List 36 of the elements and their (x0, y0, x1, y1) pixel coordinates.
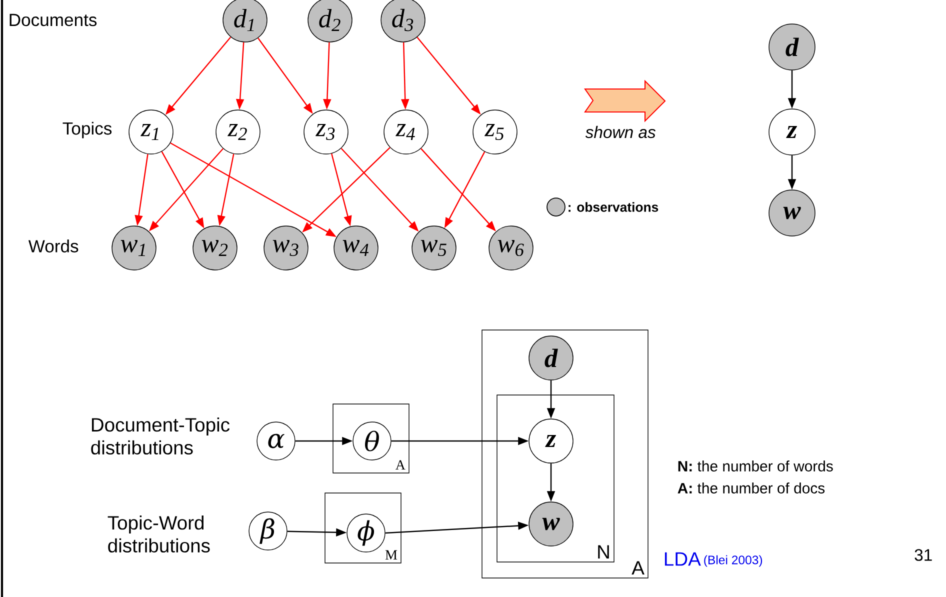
latent-node: z$_{4}$ (384, 110, 428, 154)
legend-text: : observations (568, 202, 658, 212)
note-text: N: the number of words (678, 460, 833, 472)
observed-node: w$_{6}$ (488, 226, 534, 270)
observed-node: d$_{1}$ (222, 0, 268, 42)
observed-node: w (768, 190, 816, 236)
latent-node: z$_{2}$ (216, 110, 260, 154)
latent-node: z (528, 418, 574, 464)
parameter-node: β (248, 512, 288, 550)
row-label: Documents (10, 14, 97, 26)
latent-node: ϕ (346, 514, 386, 552)
latent-node: z$_{5}$ (472, 110, 518, 154)
observed-node: d (528, 336, 574, 380)
latent-node: z$_{3}$ (304, 110, 348, 154)
page-number: 31 (914, 549, 932, 561)
latent-node: z (768, 108, 816, 156)
citation-text: (Blei 2003) (704, 555, 762, 567)
row-label: Document-Topic distributions (91, 418, 230, 455)
observed-node: d (768, 24, 816, 70)
observed-node: w (528, 502, 574, 546)
citation-text: LDA (664, 552, 701, 566)
observed-node: w$_{5}$ (412, 226, 456, 270)
observed-node: w$_{1}$ (112, 226, 156, 270)
observed-node: w$_{3}$ (264, 226, 308, 270)
row-label: Topic-Word distributions (108, 516, 210, 553)
observed-node: d$_{3}$ (380, 0, 426, 42)
observed-node: w$_{2}$ (192, 226, 238, 270)
observed-node: d$_{2}$ (308, 0, 352, 42)
observed-node: w$_{4}$ (334, 226, 378, 270)
annotation-text: shown as (585, 126, 656, 138)
latent-node: z$_{1}$ (128, 110, 174, 154)
row-label: Words (28, 240, 78, 252)
row-label: Topics (62, 122, 112, 138)
note-text: A: the number of docs (678, 482, 825, 494)
latent-node: θ (352, 422, 392, 460)
parameter-node: α (256, 422, 296, 460)
